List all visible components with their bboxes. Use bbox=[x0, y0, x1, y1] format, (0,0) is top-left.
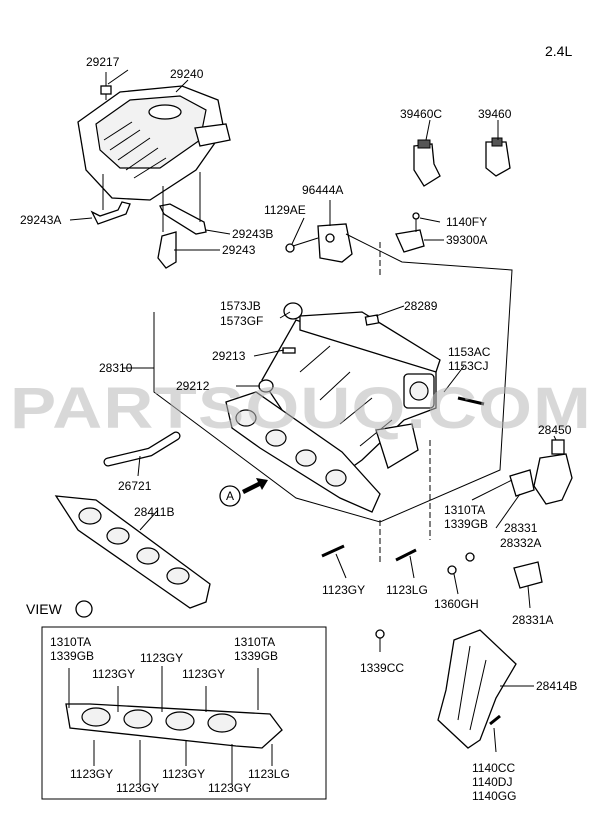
hose-26721[interactable] bbox=[103, 431, 181, 467]
cap-1573JB[interactable] bbox=[283, 302, 303, 320]
label-28450: 28450 bbox=[538, 423, 572, 437]
watermark: PARTSOUQ.COM bbox=[10, 376, 592, 441]
view-label-1123GY-bot3: 1123GY bbox=[116, 781, 159, 795]
view-title: VIEW bbox=[26, 601, 63, 617]
plate-28331[interactable] bbox=[509, 469, 535, 497]
label-1339GB: 1339GB bbox=[444, 517, 488, 531]
view-a-symbol bbox=[75, 600, 93, 618]
label-1140CC: 1140CC bbox=[472, 761, 515, 775]
label-1129AE: 1129AE bbox=[264, 203, 306, 217]
label-29243A: 29243A bbox=[20, 213, 61, 227]
nut-1339CC[interactable] bbox=[375, 629, 385, 639]
bolt-29217[interactable] bbox=[100, 72, 112, 100]
bracket-29243B[interactable] bbox=[159, 203, 207, 235]
view-label-1339GB-left: 1339GB bbox=[50, 649, 94, 663]
view-label-1310TA-left: 1310TA bbox=[50, 635, 91, 649]
label-28289: 28289 bbox=[404, 299, 438, 313]
stud-28289[interactable] bbox=[364, 314, 380, 326]
label-29217: 29217 bbox=[86, 55, 120, 69]
label-28411B: 28411B bbox=[134, 505, 174, 519]
bolt-1123LG[interactable] bbox=[395, 548, 417, 562]
egr-valve-28450[interactable] bbox=[533, 439, 573, 505]
bolt-1140CC[interactable] bbox=[489, 714, 501, 726]
engine-label: 2.4L bbox=[545, 43, 572, 59]
label-1140GG: 1140GG bbox=[472, 789, 516, 803]
label-96444A: 96444A bbox=[302, 183, 343, 197]
label-1140FY: 1140FY bbox=[446, 215, 487, 229]
label-1573JB: 1573JB bbox=[220, 299, 261, 313]
bolt-1129AE[interactable] bbox=[285, 237, 319, 253]
label-39300A: 39300A bbox=[446, 233, 487, 247]
label-28331A: 28331A bbox=[512, 613, 553, 627]
view-label-1123LG: 1123LG bbox=[248, 767, 290, 781]
label-39460C: 39460C bbox=[400, 107, 442, 121]
bracket-29243[interactable] bbox=[157, 231, 177, 269]
label-1153AC: 1153AC bbox=[448, 345, 491, 359]
sensor-39300A[interactable] bbox=[395, 229, 425, 253]
view-a-box bbox=[41, 626, 327, 800]
view-label-1123GY-top3: 1123GY bbox=[182, 667, 225, 681]
label-29213: 29213 bbox=[212, 349, 246, 363]
view-label-1123GY-bot4: 1123GY bbox=[208, 781, 251, 795]
view-label-1123GY-bot2: 1123GY bbox=[162, 767, 205, 781]
support-bracket-28414B[interactable] bbox=[437, 629, 517, 749]
view-label-1123GY-top1: 1123GY bbox=[140, 651, 183, 665]
label-39460: 39460 bbox=[478, 107, 512, 121]
bolt-1153AC[interactable] bbox=[457, 396, 485, 406]
view-a-marker[interactable]: A bbox=[219, 478, 268, 507]
label-29243: 29243 bbox=[222, 243, 256, 257]
label-28310: 28310 bbox=[99, 361, 133, 375]
label-29243B: 29243B bbox=[232, 227, 273, 241]
bolt-1140FY[interactable] bbox=[412, 212, 420, 232]
label-29212: 29212 bbox=[176, 379, 210, 393]
leader-lines bbox=[69, 69, 557, 753]
view-label-1123GY-top2: 1123GY bbox=[92, 667, 135, 681]
view-label-1339GB-right: 1339GB bbox=[234, 649, 278, 663]
label-28414B: 28414B bbox=[536, 679, 577, 693]
intake-manifold-28310[interactable] bbox=[225, 311, 441, 513]
view-a-marker-label: A bbox=[226, 489, 234, 503]
label-1153CJ: 1153CJ bbox=[448, 359, 488, 373]
gasket-28411B[interactable] bbox=[54, 495, 211, 609]
view-label-1310TA-right: 1310TA bbox=[234, 635, 275, 649]
engine-cover-29240[interactable] bbox=[77, 85, 231, 201]
label-26721: 26721 bbox=[118, 479, 152, 493]
washer-1360GH[interactable] bbox=[447, 565, 457, 575]
label-28332A: 28332A bbox=[500, 536, 541, 550]
bolt-1123GY[interactable] bbox=[321, 544, 345, 558]
label-1123GY: 1123GY bbox=[322, 583, 365, 597]
label-1339CC: 1339CC bbox=[360, 661, 404, 675]
label-28331: 28331 bbox=[504, 521, 538, 535]
label-1360GH: 1360GH bbox=[434, 597, 479, 611]
label-29240: 29240 bbox=[170, 67, 204, 81]
label-1140DJ: 1140DJ bbox=[472, 775, 512, 789]
bracket-29243A[interactable] bbox=[90, 201, 131, 225]
nut-1339GB[interactable] bbox=[465, 552, 475, 562]
solenoid-valve-39460C[interactable] bbox=[413, 139, 441, 187]
solenoid-valve-39460[interactable] bbox=[485, 137, 511, 177]
bracket-96444A[interactable] bbox=[317, 223, 353, 263]
label-1123LG: 1123LG bbox=[386, 583, 428, 597]
label-1573GF: 1573GF bbox=[220, 314, 263, 328]
label-1310TA: 1310TA bbox=[444, 503, 485, 517]
view-label-1123GY-bot1: 1123GY bbox=[70, 767, 113, 781]
pin-29213[interactable] bbox=[282, 347, 296, 354]
plate-28331A[interactable] bbox=[513, 561, 543, 589]
